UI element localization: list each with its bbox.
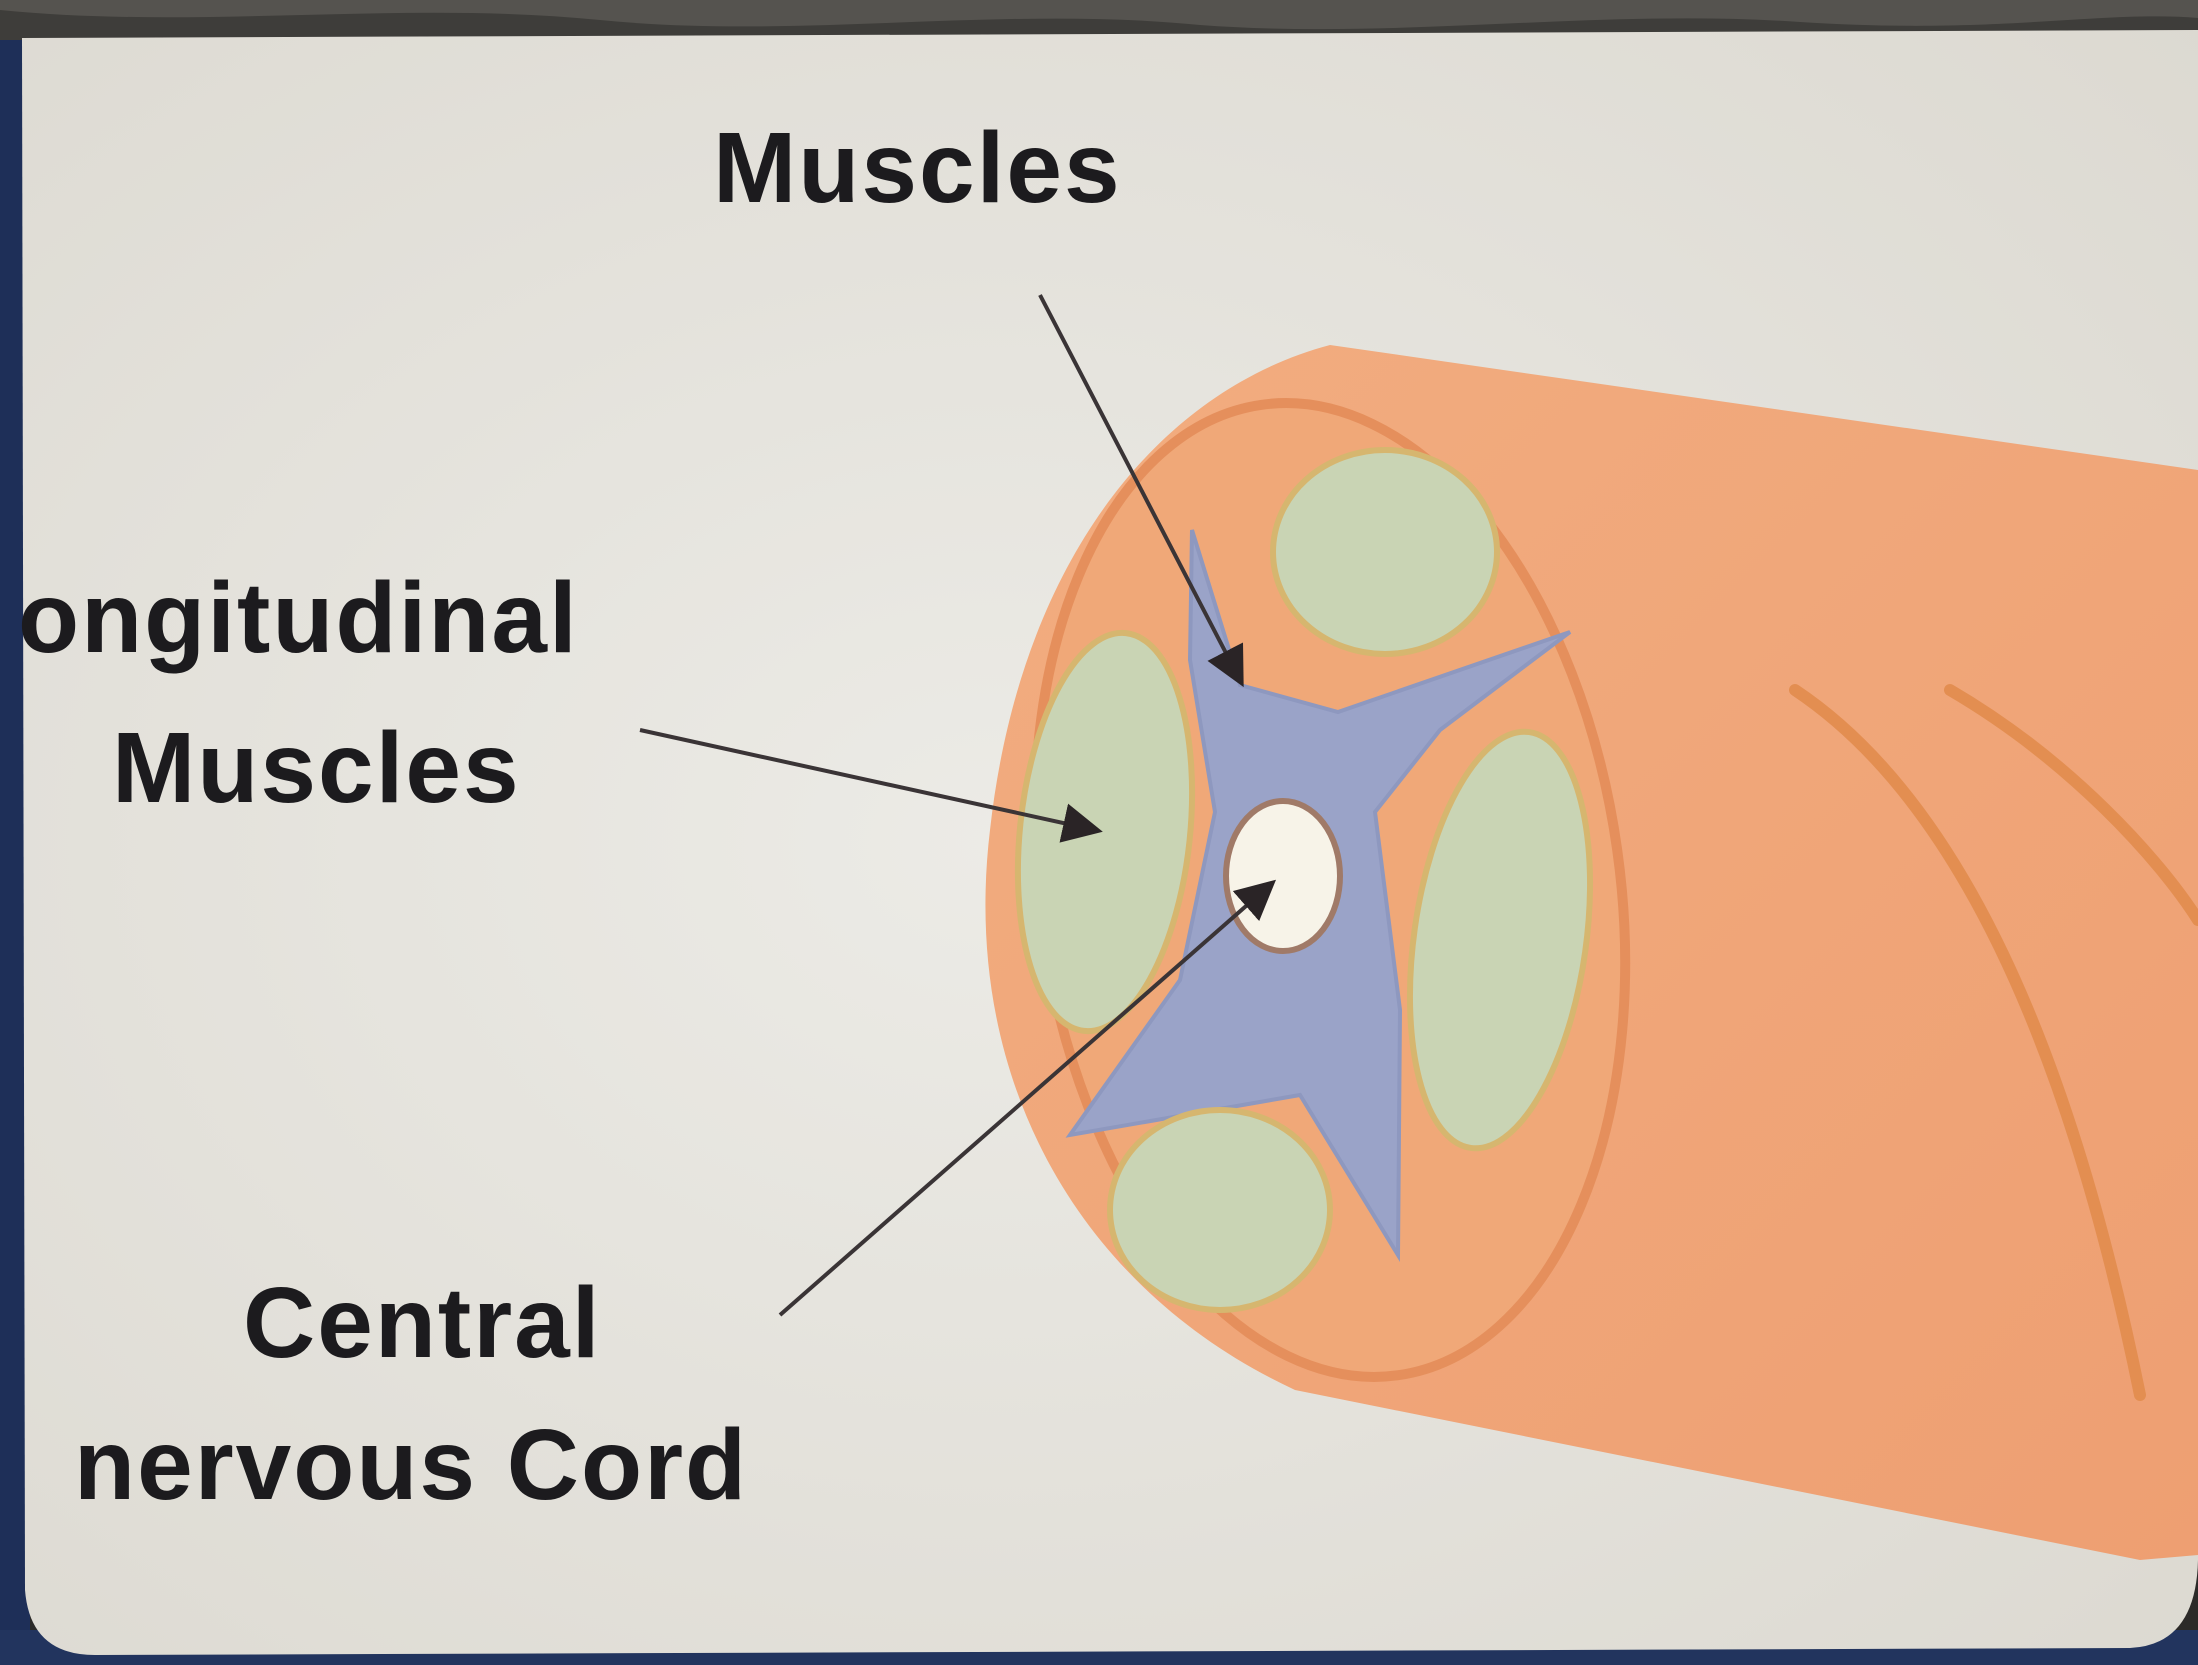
muscle-block-bottom (1110, 1110, 1330, 1310)
label-central-line2: nervous Cord (74, 1415, 748, 1515)
label-longitudinal-line1: ongitudinal (18, 568, 579, 668)
label-central-line1: Central (243, 1273, 602, 1373)
label-muscles: Muscles (713, 118, 1122, 218)
label-longitudinal-line2: Muscles (112, 718, 521, 818)
nerve-cord (1226, 801, 1340, 951)
muscle-block-top (1273, 450, 1497, 654)
